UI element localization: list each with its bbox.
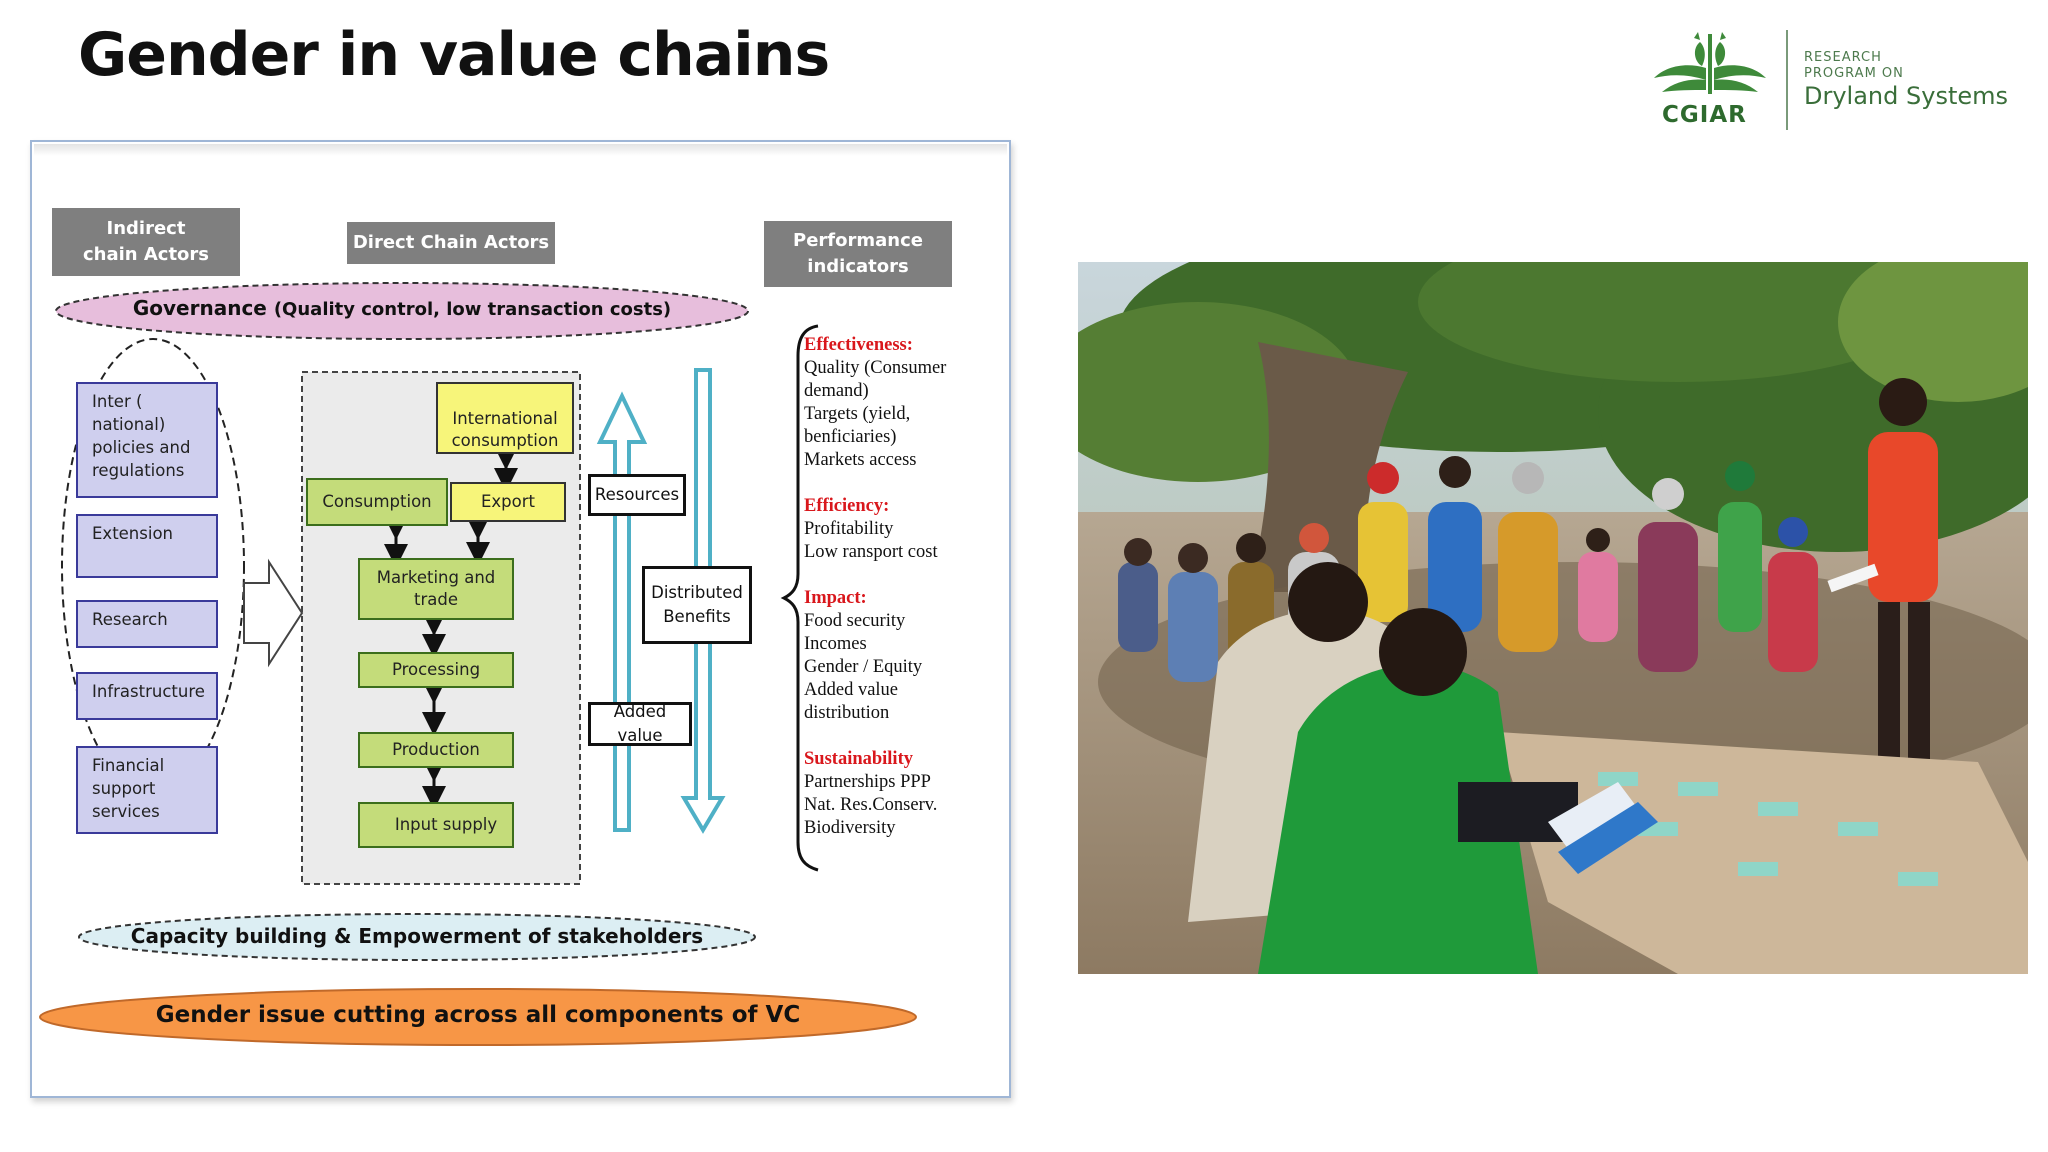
perf-line: Low ransport cost [804, 542, 938, 562]
added-value-box: Added value [588, 702, 692, 746]
indirect-to-direct-arrow [243, 558, 304, 668]
perf-line: Biodiversity [804, 818, 896, 838]
header-indirect-actors: Indirect chain Actors [52, 208, 240, 276]
value-chain-diagram: Indirect chain Actors Direct Chain Actor… [30, 140, 1011, 1098]
perf-line: Targets (yield, [804, 404, 911, 424]
governance-detail: (Quality control, low transaction costs) [273, 299, 672, 320]
logo-program-text: PROGRAM ON [1804, 66, 1904, 81]
box-marketing-trade: Marketing and trade [358, 558, 514, 620]
photo-illustration [1078, 262, 2028, 974]
perf-impact: Impact: Food security Incomes Gender / E… [804, 587, 1014, 725]
performance-brace [780, 324, 819, 872]
perf-line: distribution [804, 703, 890, 723]
perf-line: Nat. Res.Conserv. [804, 795, 938, 815]
indirect-policies: Inter ( national) policies and regulatio… [76, 382, 218, 498]
capacity-ellipse [78, 913, 756, 961]
governance-label: Governance (Quality control, low transac… [62, 296, 742, 320]
resources-up-arrow [596, 391, 648, 832]
box-export: Export [450, 482, 566, 522]
gender-label: Gender issue cutting across all componen… [155, 1002, 801, 1028]
performance-indicators: Effectiveness: Quality (Consumer demand)… [804, 334, 1014, 863]
cgiar-leaf-icon [1654, 32, 1766, 94]
indirect-financial: Financial support services [76, 746, 218, 834]
box-production: Production [358, 732, 514, 768]
perf-efficiency: Efficiency: Profitability Low ransport c… [804, 495, 1014, 564]
governance-main: Governance [132, 296, 267, 320]
perf-line: Profitability [804, 519, 894, 539]
perf-line: Quality (Consumer [804, 358, 947, 378]
box-processing: Processing [358, 652, 514, 688]
box-input-supply: Input supply [358, 802, 514, 848]
cgiar-wordmark: CGIAR [1662, 102, 1747, 128]
header-direct-actors: Direct Chain Actors [347, 222, 555, 264]
perf-impact-head: Impact: [804, 588, 867, 608]
perf-line: Added value [804, 680, 899, 700]
indirect-extension: Extension [76, 514, 218, 578]
perf-effectiveness-head: Effectiveness: [804, 335, 913, 355]
perf-line: Partnerships PPP [804, 772, 931, 792]
perf-effectiveness: Effectiveness: Quality (Consumer demand)… [804, 334, 1014, 472]
governance-ellipse [55, 282, 749, 340]
perf-line: Incomes [804, 634, 867, 654]
gender-ellipse [39, 988, 917, 1046]
header-performance: Performance indicators [764, 221, 952, 287]
logo-dryland-text: Dryland Systems [1804, 82, 2008, 110]
distributed-benefits-box: Distributed Benefits [642, 566, 752, 644]
box-international-consumption: International consumption [436, 382, 574, 454]
resources-box: Resources [588, 474, 686, 516]
perf-efficiency-head: Efficiency: [804, 496, 890, 516]
indirect-research: Research [76, 600, 218, 648]
logo-research-text: RESEARCH [1804, 50, 1882, 65]
perf-line: Food security [804, 611, 906, 631]
logo-divider [1786, 30, 1788, 130]
perf-line: Gender / Equity [804, 657, 923, 677]
perf-sustainability-head: Sustainability [804, 749, 913, 769]
perf-sustainability: Sustainability Partnerships PPP Nat. Res… [804, 748, 1014, 840]
perf-line: benficiaries) [804, 427, 897, 447]
slide-title: Gender in value chains [78, 20, 830, 90]
box-consumption: Consumption [306, 478, 448, 526]
perf-line: Markets access [804, 450, 917, 470]
perf-line: demand) [804, 381, 869, 401]
capacity-label: Capacity building & Empowerment of stake… [130, 924, 704, 948]
indirect-infrastructure: Infrastructure [76, 672, 218, 720]
cgiar-logo: CGIAR RESEARCH PROGRAM ON Dryland System… [1640, 28, 2020, 138]
field-meeting-photo [1078, 262, 2028, 974]
